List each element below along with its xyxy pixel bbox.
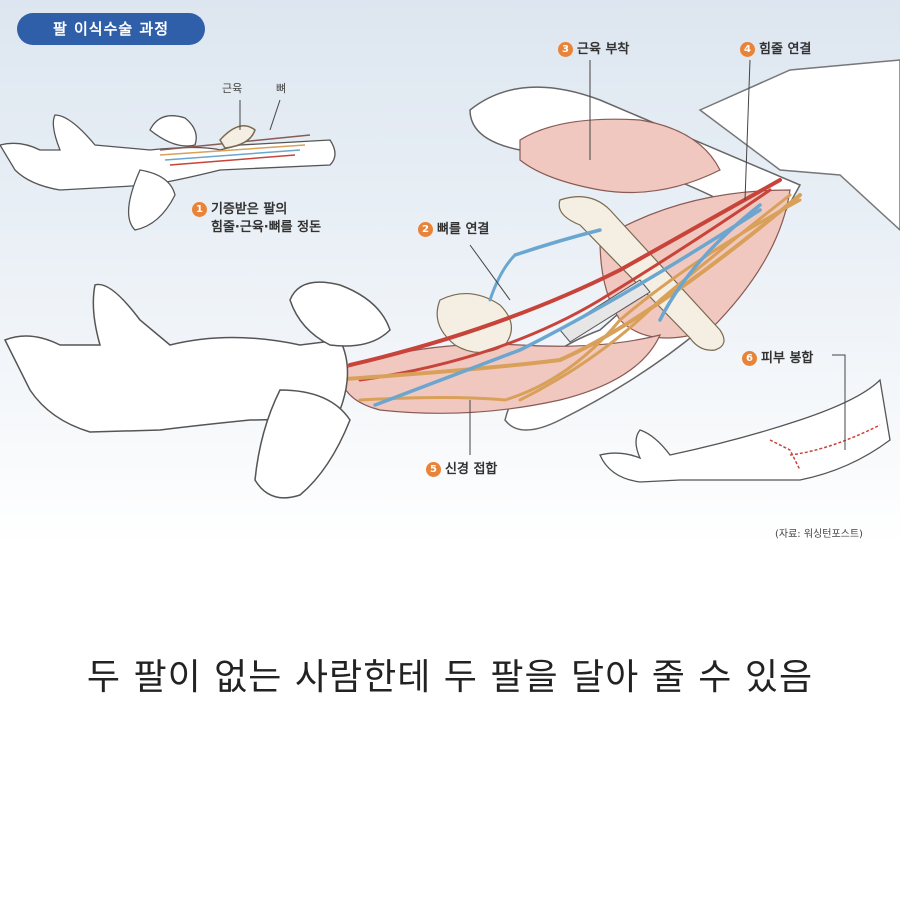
suture-line (769, 424, 881, 471)
label-muscle-small: 근육 (222, 82, 243, 95)
torso-outline (698, 59, 900, 232)
label-step1-line2: 힘줄·근육·뼈를 정돈 (211, 220, 322, 235)
source-credit: (자료: 워싱턴포스트) (775, 529, 863, 540)
caption-text: 두 팔이 없는 사람한테 두 팔을 달아 줄 수 있음 (86, 657, 814, 698)
upper-muscle (519, 118, 721, 194)
vein-4 (488, 253, 517, 302)
step1-badge: 1 (192, 202, 207, 217)
label-bone-small: 뼈 (276, 82, 287, 95)
small-exposed-tissue (159, 125, 311, 166)
small-cuff-lower (127, 169, 176, 231)
artery-1 (348, 178, 782, 367)
healed-arm (599, 378, 891, 483)
vessels (328, 178, 802, 407)
main-hand (3, 283, 349, 433)
bone-plate (559, 279, 651, 343)
vein-1 (373, 208, 762, 407)
small-cuff-upper (149, 115, 197, 147)
step5-badge: 5 (426, 462, 441, 477)
step3-badge: 3 (558, 42, 573, 57)
step4-badge: 4 (740, 42, 755, 57)
main-cuff (289, 281, 391, 347)
leader-lines (239, 59, 846, 455)
step2-badge: 2 (418, 222, 433, 237)
arm-transplant-illustration (0, 59, 900, 499)
vein-3 (658, 203, 762, 322)
diagram-title: 팔 이식수술 과정 (17, 13, 205, 45)
tendon-3 (518, 193, 792, 402)
step6-badge: 6 (742, 351, 757, 366)
artery-2 (358, 188, 772, 382)
vein-2 (513, 228, 602, 257)
tendon-1 (328, 193, 802, 382)
main-cuff-lower (254, 389, 351, 499)
